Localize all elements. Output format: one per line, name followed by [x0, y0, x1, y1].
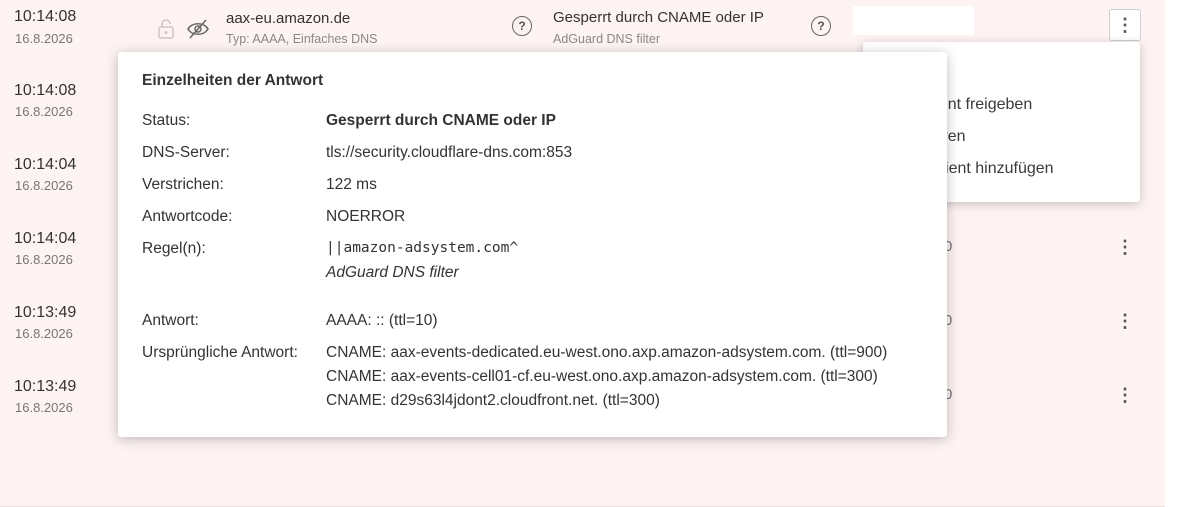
row-date: 16.8.2026: [15, 400, 73, 415]
rule-value: ||amazon-adsystem.com^: [326, 240, 519, 256]
row-domain[interactable]: aax-eu.amazon.de: [226, 10, 351, 27]
kebab-menu-icon[interactable]: ⋮: [1109, 9, 1141, 41]
lock-icon: [158, 19, 174, 39]
rule-source: AdGuard DNS filter: [326, 264, 459, 281]
row-client-partial: 0: [944, 386, 953, 403]
response-code-label: Antwortcode:: [142, 208, 233, 225]
elapsed-value: 122 ms: [326, 176, 377, 193]
table-row[interactable]: [0, 432, 1165, 507]
row-response-status: Gesperrt durch CNAME oder IP: [553, 9, 764, 26]
kebab-menu-icon[interactable]: ⋮: [1116, 237, 1134, 257]
dns-server-value: tls://security.cloudflare-dns.com:853: [326, 144, 573, 161]
row-time: 10:13:49: [14, 378, 77, 395]
eye-off-icon[interactable]: [186, 18, 210, 40]
row-time: 10:13:49: [14, 304, 77, 321]
answer-value: AAAA: :: (ttl=10): [326, 312, 438, 329]
original-answer-line: CNAME: aax-events-cell01-cf.eu-west.ono.…: [326, 368, 878, 385]
original-answer-label: Ursprüngliche Antwort:: [142, 344, 298, 361]
rules-label: Regel(n):: [142, 240, 206, 257]
original-answer-line: CNAME: d29s63l4jdont2.cloudfront.net. (t…: [326, 392, 660, 409]
row-date: 16.8.2026: [15, 252, 73, 267]
row-time: 10:14:04: [14, 230, 77, 247]
response-code-value: NOERROR: [326, 208, 406, 225]
dns-server-label: DNS-Server:: [142, 144, 230, 161]
row-request-type: Typ: AAAA, Einfaches DNS: [226, 32, 378, 46]
help-circle-icon[interactable]: ?: [811, 16, 831, 36]
status-label: Status:: [142, 112, 191, 129]
answer-label: Antwort:: [142, 312, 199, 329]
kebab-menu-icon[interactable]: ⋮: [1116, 385, 1134, 405]
row-time: 10:14:08: [14, 8, 77, 25]
help-circle-icon[interactable]: ?: [512, 16, 532, 36]
row-date: 16.8.2026: [15, 178, 73, 193]
original-answer-line: CNAME: aax-events-dedicated.eu-west.ono.…: [326, 344, 888, 361]
client-cell: [853, 6, 974, 35]
row-date: 16.8.2026: [15, 326, 73, 341]
row-client-partial: 0: [944, 238, 953, 255]
popover-title: Einzelheiten der Antwort: [142, 72, 324, 89]
row-time: 10:14:08: [14, 82, 77, 99]
row-filter-name: AdGuard DNS filter: [553, 32, 660, 46]
row-date: 16.8.2026: [15, 31, 73, 46]
row-time: 10:14:04: [14, 156, 77, 173]
row-date: 16.8.2026: [15, 104, 73, 119]
elapsed-label: Verstrichen:: [142, 176, 224, 193]
response-details-popover: Einzelheiten der Antwort Status: Gesperr…: [118, 52, 947, 437]
row-client-partial: 0: [944, 312, 953, 329]
status-value: Gesperrt durch CNAME oder IP: [326, 112, 556, 129]
kebab-menu-icon[interactable]: ⋮: [1116, 311, 1134, 331]
